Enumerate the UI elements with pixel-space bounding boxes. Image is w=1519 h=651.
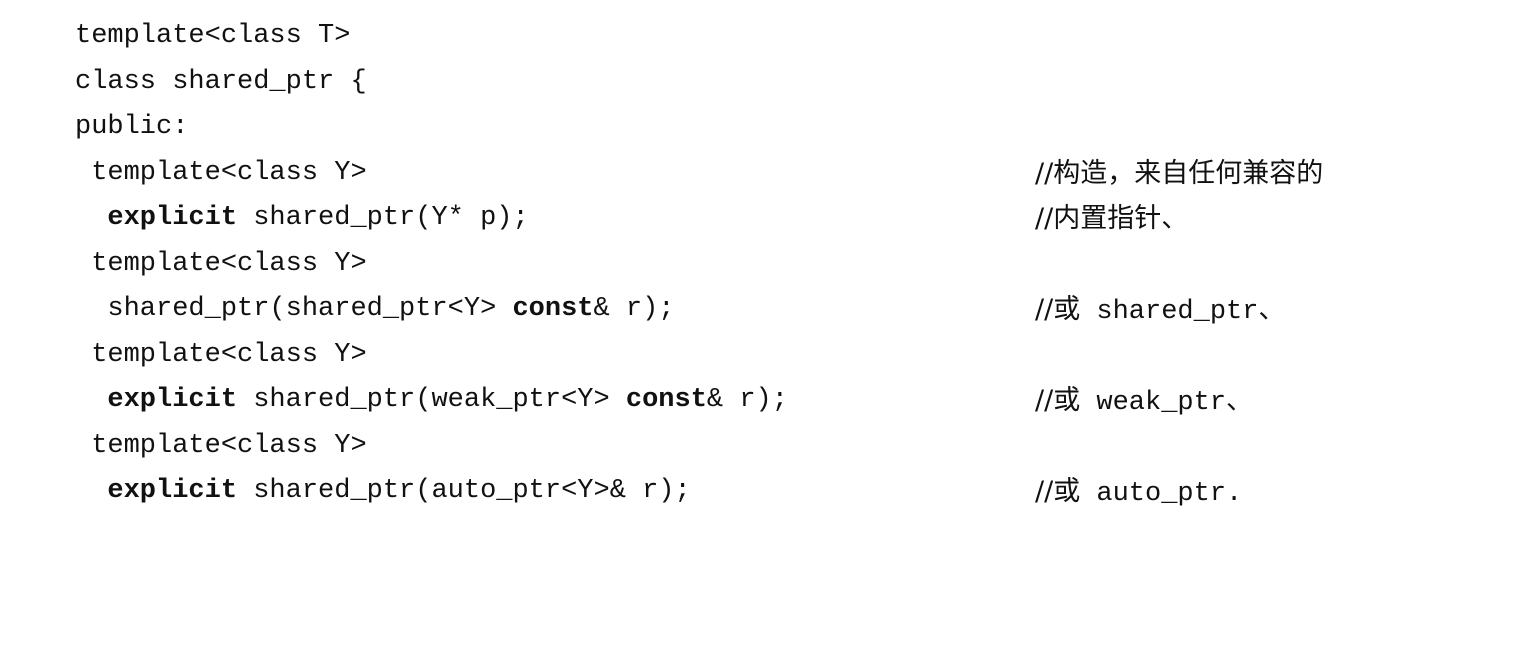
code-comment: //或 shared_ptr、 <box>1035 294 1286 327</box>
code-comment: //内置指针、 <box>1035 203 1189 234</box>
code-text: shared_ptr(shared_ptr<Y> const& r); <box>107 294 675 324</box>
keyword: explicit <box>107 476 238 506</box>
code-line-2: class shared_ptr { <box>75 60 1515 106</box>
code-line-10: template<class Y> <box>75 424 1515 470</box>
code-text: template<class Y> <box>91 339 367 370</box>
keyword: explicit <box>107 385 238 415</box>
code-text: template<class Y> <box>91 248 367 279</box>
code-text: class shared_ptr { <box>75 66 367 97</box>
code-line-6: template<class Y> <box>75 242 1515 288</box>
code-comment: //或 auto_ptr. <box>1035 476 1243 509</box>
keyword: const <box>625 385 707 415</box>
code-text: template<class T> <box>75 21 351 51</box>
code-text: template<class Y> <box>91 157 367 188</box>
code-listing: template<class T> class shared_ptr { pub… <box>75 14 1515 515</box>
keyword: const <box>512 294 594 324</box>
code-comment: //构造，来自任何兼容的 <box>1035 157 1324 189</box>
code-line-5: explicit shared_ptr(Y* p); //内置指针、 <box>75 196 1515 242</box>
code-line-11: explicit shared_ptr(auto_ptr<Y>& r); //或… <box>75 469 1515 515</box>
code-line-9: explicit shared_ptr(weak_ptr<Y> const& r… <box>75 378 1515 424</box>
code-line-7: shared_ptr(shared_ptr<Y> const& r); //或 … <box>75 287 1515 333</box>
code-text: public: <box>75 112 189 142</box>
code-text: explicit shared_ptr(weak_ptr<Y> const& r… <box>107 385 788 415</box>
code-comment: //或 weak_ptr、 <box>1035 385 1254 418</box>
code-line-1: template<class T> <box>75 14 1515 60</box>
code-line-8: template<class Y> <box>75 333 1515 379</box>
code-text: template<class Y> <box>91 430 367 461</box>
code-line-3: public: <box>75 105 1515 151</box>
code-text: explicit shared_ptr(Y* p); <box>107 203 529 233</box>
keyword: explicit <box>107 203 238 233</box>
code-text: explicit shared_ptr(auto_ptr<Y>& r); <box>107 476 691 506</box>
code-line-4: template<class Y> //构造，来自任何兼容的 <box>75 151 1515 197</box>
